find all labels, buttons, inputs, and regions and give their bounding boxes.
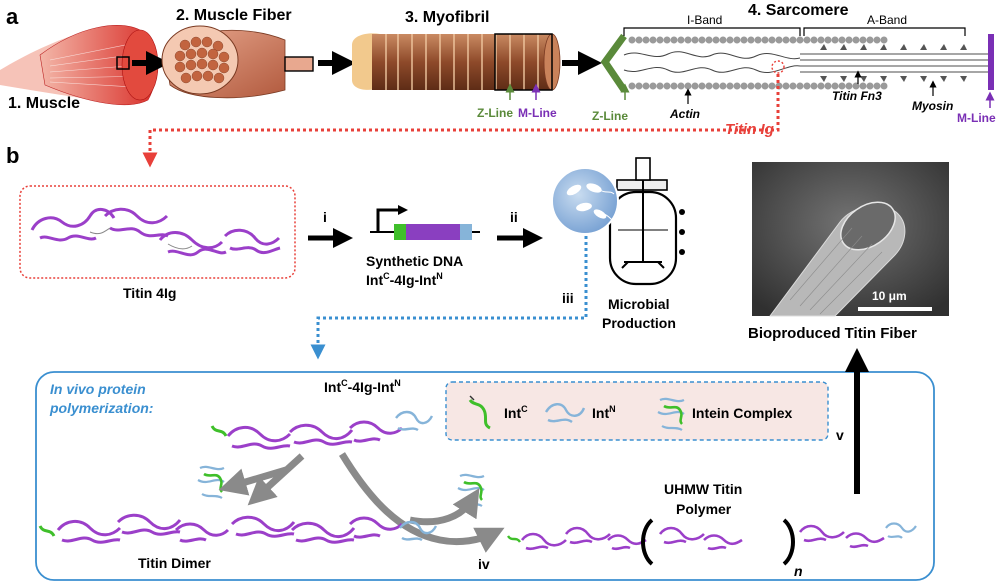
- construct-label: IntC-4Ig-IntN: [366, 271, 443, 288]
- red-dotted-connector: [142, 74, 780, 168]
- intein-complex-released-left: [197, 465, 225, 499]
- step-iv-label: iv: [478, 556, 490, 572]
- uhmw-polymer-protein: [507, 522, 917, 551]
- titin-4ig-protein: [30, 207, 281, 257]
- arrow-to-intein-right: [409, 488, 480, 526]
- int-c-icon: [468, 395, 491, 430]
- m-line-label-1: M-Line: [518, 106, 557, 120]
- step-iii-label: iii: [562, 290, 574, 306]
- uhmw-label-1: UHMW Titin: [664, 481, 742, 497]
- monomer-protein: [210, 410, 434, 450]
- int-n-icon: [544, 403, 586, 424]
- protein-linkers: [89, 227, 193, 250]
- legend-int-n: IntN: [592, 404, 616, 421]
- synthetic-dna-label: Synthetic DNA: [366, 253, 463, 269]
- legend-int-c: IntC: [504, 404, 528, 421]
- step2-fiber-label: 2. Muscle Fiber: [176, 7, 292, 24]
- sem-fiber-image: [752, 162, 949, 317]
- myosin-label: Myosin: [912, 99, 953, 113]
- in-vivo-label-2: polymerization:: [49, 400, 153, 416]
- step-v-label: v: [836, 427, 844, 443]
- microbial-label-1: Microbial: [608, 296, 669, 312]
- panel-a-letter: a: [6, 4, 19, 29]
- myofibril-illustration: [352, 33, 561, 100]
- in-vivo-label-1: In vivo protein: [50, 381, 146, 397]
- in-vivo-box: [35, 371, 935, 581]
- muscle-illustration: [0, 25, 159, 106]
- i-band-label: I-Band: [687, 13, 722, 27]
- step3-myofibril-label: 3. Myofibril: [405, 9, 489, 26]
- microbial-cell-icon: [551, 167, 619, 235]
- muscle-fiber-illustration: [161, 25, 314, 99]
- fiber-caption: Bioproduced Titin Fiber: [748, 325, 917, 342]
- microbial-label-2: Production: [602, 315, 676, 331]
- arrow-to-dimer: [247, 453, 305, 506]
- z-line-label-2: Z-Line: [592, 109, 628, 123]
- arrow-to-intein-left: [218, 466, 287, 496]
- step1-muscle-label: 1. Muscle: [8, 95, 80, 112]
- titin-fn3-label: Titin Fn3: [832, 89, 882, 103]
- bioreactor-illustration: [608, 157, 685, 286]
- legend-intein-complex: Intein Complex: [692, 405, 793, 421]
- intein-complex-icon: [657, 397, 685, 431]
- legend-box: [445, 381, 829, 441]
- m-line-label-2: M-Line: [957, 111, 996, 125]
- sarcomere-illustration: [600, 27, 995, 108]
- step4-sarcomere-label: 4. Sarcomere: [748, 2, 849, 19]
- uhmw-label-2: Polymer: [676, 501, 732, 517]
- panel-b-letter: b: [6, 143, 19, 168]
- bracket-left: [641, 518, 654, 566]
- titin-4ig-box: [19, 185, 296, 279]
- titin-4ig-label: Titin 4Ig: [123, 285, 176, 301]
- synthetic-dna-construct: [370, 205, 480, 240]
- a-band-label: A-Band: [867, 13, 907, 27]
- blue-dotted-connector: [310, 236, 588, 360]
- z-line-label-1: Z-Line: [477, 106, 513, 120]
- bracket-right: [782, 518, 795, 566]
- actin-label: Actin: [669, 107, 700, 121]
- subscript-n: n: [794, 563, 803, 579]
- arrow-to-polymer: [339, 452, 505, 553]
- step-ii-label: ii: [510, 209, 518, 225]
- titin-dimer-protein: [38, 513, 438, 544]
- titin-dimer-label: Titin Dimer: [138, 555, 211, 571]
- scale-bar-label: 10 μm: [872, 289, 907, 303]
- step-i-label: i: [323, 209, 327, 225]
- monomer-label: IntC-4Ig-IntN: [324, 378, 401, 395]
